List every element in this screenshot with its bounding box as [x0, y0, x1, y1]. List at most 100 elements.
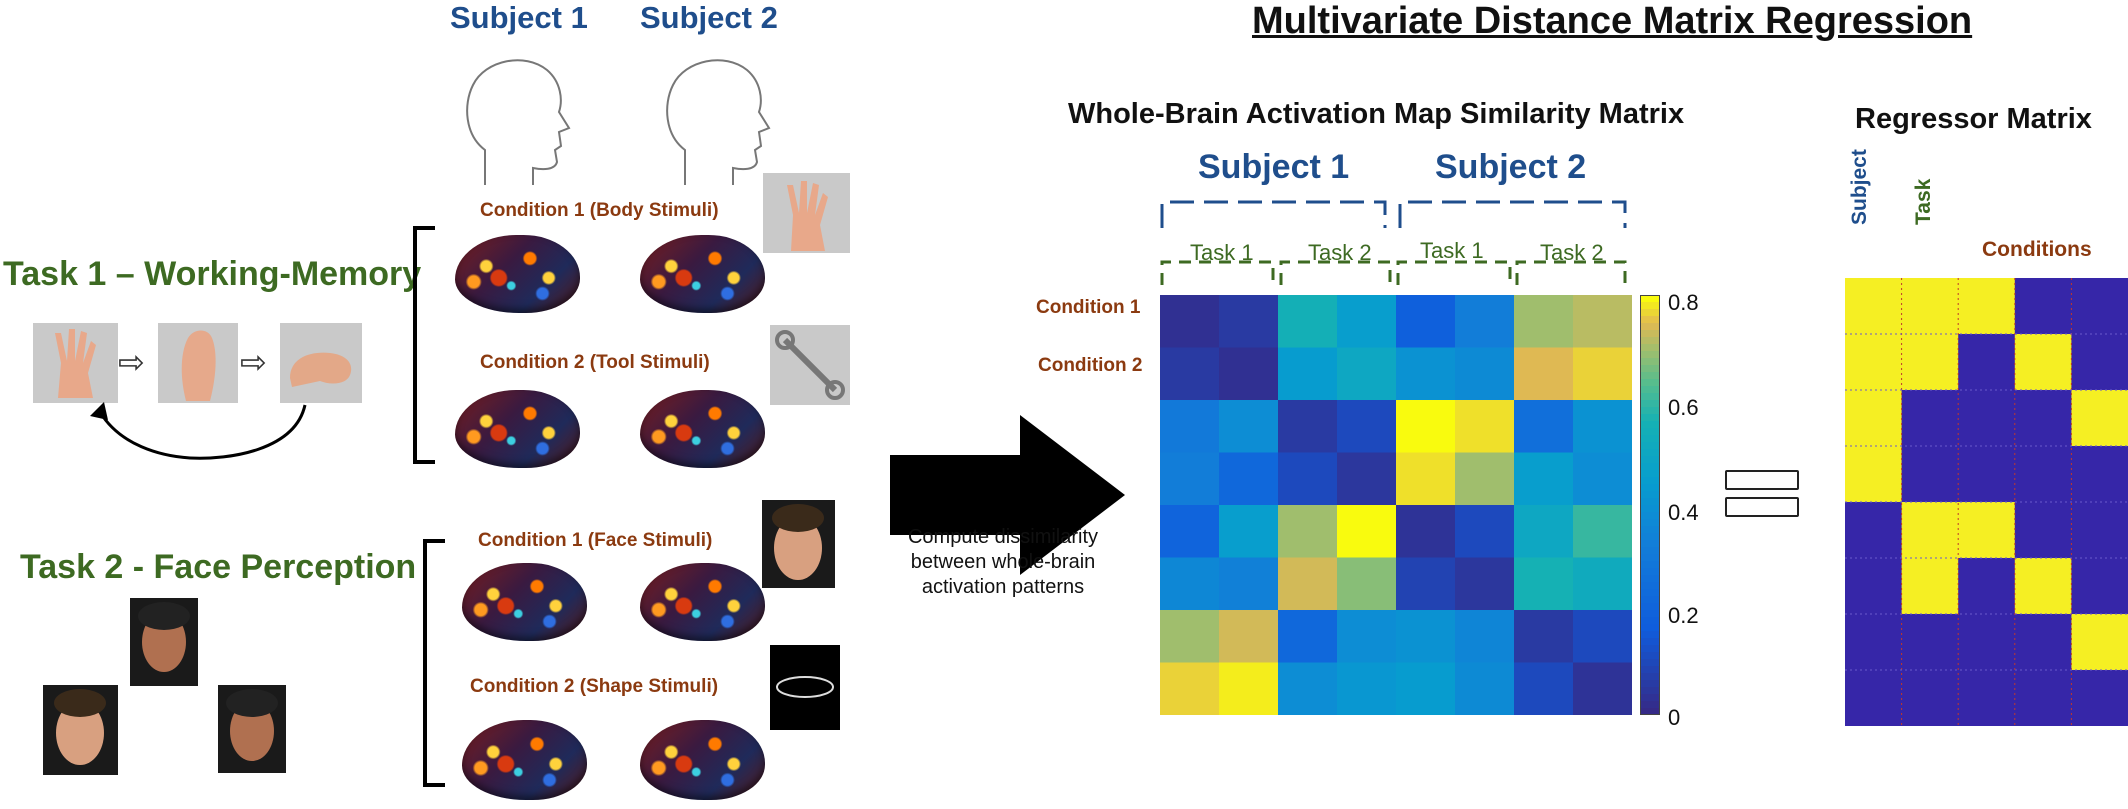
regressor-cell-r1-c1 — [1901, 334, 1959, 391]
regressor-cell-r0-c1 — [1901, 278, 1959, 335]
regressor-cell-r6-c3 — [2014, 614, 2072, 671]
heatmap-cell-r1-c3 — [1337, 347, 1397, 401]
task-1-bracket — [413, 226, 435, 464]
shape-stimulus-photo — [770, 645, 840, 730]
heatmap-cell-r4-c6 — [1514, 505, 1574, 558]
colorbar-segment — [1640, 624, 1660, 632]
arrow-caption-line-3: activation patterns — [921, 576, 1085, 598]
heatmap-cell-r3-c6 — [1514, 452, 1574, 506]
equals-sign-bottom-bar — [1725, 497, 1799, 517]
face-stimulus-photo — [762, 500, 835, 588]
colorbar-segment — [1640, 659, 1660, 667]
heatmap-cell-r5-c0 — [1160, 557, 1220, 611]
heatmap-cell-r6-c6 — [1514, 610, 1574, 663]
regressor-cell-r5-c4 — [2071, 558, 2128, 615]
colorbar-segment — [1640, 302, 1660, 310]
big-right-arrow-icon — [890, 415, 1125, 575]
regressor-cell-r3-c3 — [2014, 446, 2072, 503]
heatmap-cell-r5-c6 — [1514, 557, 1574, 611]
colorbar-segment — [1640, 589, 1660, 597]
face-photo-female-top — [130, 598, 198, 686]
regressor-cell-r2-c1 — [1901, 390, 1959, 447]
colorbar-segment — [1640, 309, 1660, 317]
heatmap-cell-r7-c1 — [1219, 662, 1279, 715]
colorbar-segment — [1640, 456, 1660, 464]
heatmap-cell-r4-c2 — [1278, 505, 1338, 558]
colorbar-segment — [1640, 568, 1660, 576]
colorbar — [1640, 295, 1660, 715]
similarity-matrix-title: Whole-Brain Activation Map Similarity Ma… — [1068, 98, 1685, 130]
face-photo-male — [43, 685, 118, 775]
colorbar-segment — [1640, 435, 1660, 443]
regressor-cell-r7-c2 — [1958, 670, 2016, 726]
heatmap-cell-r6-c7 — [1573, 610, 1632, 663]
arrow-right-icon: ⇨ — [240, 344, 267, 380]
heatmap-cell-r0-c5 — [1455, 295, 1515, 348]
subject-1-header: Subject 1 — [450, 0, 588, 35]
heatmap-cell-r0-c7 — [1573, 295, 1632, 348]
heatmap-cell-r4-c7 — [1573, 505, 1632, 558]
colorbar-segment — [1640, 701, 1660, 709]
brain-map-s2-t1-c1 — [640, 235, 765, 313]
similarity-heatmap — [1160, 295, 1632, 715]
heatmap-cell-r7-c7 — [1573, 662, 1632, 715]
heatmap-cell-r0-c0 — [1160, 295, 1220, 348]
brain-map-s2-t1-c2 — [640, 390, 765, 468]
colorbar-segment — [1640, 526, 1660, 534]
heatmap-cell-r4-c5 — [1455, 505, 1515, 558]
brain-map-s2-t2-c1 — [640, 563, 765, 641]
colorbar-segment — [1640, 323, 1660, 331]
regressor-cell-r4-c2 — [1958, 502, 2016, 559]
heatmap-cell-r2-c4 — [1396, 400, 1456, 453]
subject-2-header: Subject 2 — [640, 0, 778, 35]
heatmap-cell-r6-c1 — [1219, 610, 1279, 663]
regressor-matrix — [1845, 278, 2128, 726]
regressor-cell-r2-c2 — [1958, 390, 2016, 447]
colorbar-segment — [1640, 694, 1660, 702]
colorbar-segment — [1640, 512, 1660, 520]
heatmap-cell-r6-c3 — [1337, 610, 1397, 663]
colorbar-segment — [1640, 575, 1660, 583]
colorbar-segment — [1640, 561, 1660, 569]
regressor-cell-r6-c4 — [2071, 614, 2128, 671]
heatmap-cell-r0-c4 — [1396, 295, 1456, 348]
brain-map-s2-t2-c2 — [640, 720, 765, 800]
regressor-cell-r0-c4 — [2071, 278, 2128, 335]
colorbar-tick: 0.6 — [1668, 395, 1699, 420]
wrench-stimulus-photo — [770, 325, 850, 405]
colorbar-segment — [1640, 547, 1660, 555]
colorbar-segment — [1640, 407, 1660, 415]
colorbar-segment — [1640, 379, 1660, 387]
heatmap-cell-r2-c1 — [1219, 400, 1279, 453]
heatmap-cell-r3-c1 — [1219, 452, 1279, 506]
task-2-title: Task 2 - Face Perception — [20, 548, 417, 586]
heatmap-cell-r5-c7 — [1573, 557, 1632, 611]
regressor-cell-r0-c0 — [1845, 278, 1903, 335]
regressor-column-conditions-label: Conditions — [1982, 238, 2092, 261]
colorbar-tick: 0.8 — [1668, 290, 1699, 315]
regressor-cell-r5-c3 — [2014, 558, 2072, 615]
colorbar-segment — [1640, 330, 1660, 338]
colorbar-tick: 0.4 — [1668, 500, 1699, 525]
regressor-cell-r3-c0 — [1845, 446, 1903, 503]
regressor-cell-r7-c3 — [2014, 670, 2072, 726]
colorbar-segment — [1640, 400, 1660, 408]
matrix-row-label-condition-2: Condition 2 — [1038, 355, 1143, 376]
fist-photo — [280, 323, 362, 403]
main-title: Multivariate Distance Matrix Regression — [1252, 0, 1973, 42]
colorbar-tick: 0.2 — [1668, 603, 1699, 628]
colorbar-segment — [1640, 365, 1660, 373]
heatmap-cell-r1-c0 — [1160, 347, 1220, 401]
heatmap-cell-r2-c0 — [1160, 400, 1220, 453]
brain-map-s1-t2-c1 — [462, 563, 587, 641]
regressor-cell-r3-c1 — [1901, 446, 1959, 503]
heatmap-cell-r5-c4 — [1396, 557, 1456, 611]
regressor-column-subject-label: Subject — [1848, 149, 1871, 225]
colorbar-segment — [1640, 393, 1660, 401]
regressor-cell-r0-c2 — [1958, 278, 2016, 335]
heatmap-cell-r1-c5 — [1455, 347, 1515, 401]
colorbar-segment — [1640, 372, 1660, 380]
colorbar-segment — [1640, 421, 1660, 429]
matrix-task-label-2: Task 2 — [1308, 240, 1372, 265]
heatmap-cell-r1-c6 — [1514, 347, 1574, 401]
